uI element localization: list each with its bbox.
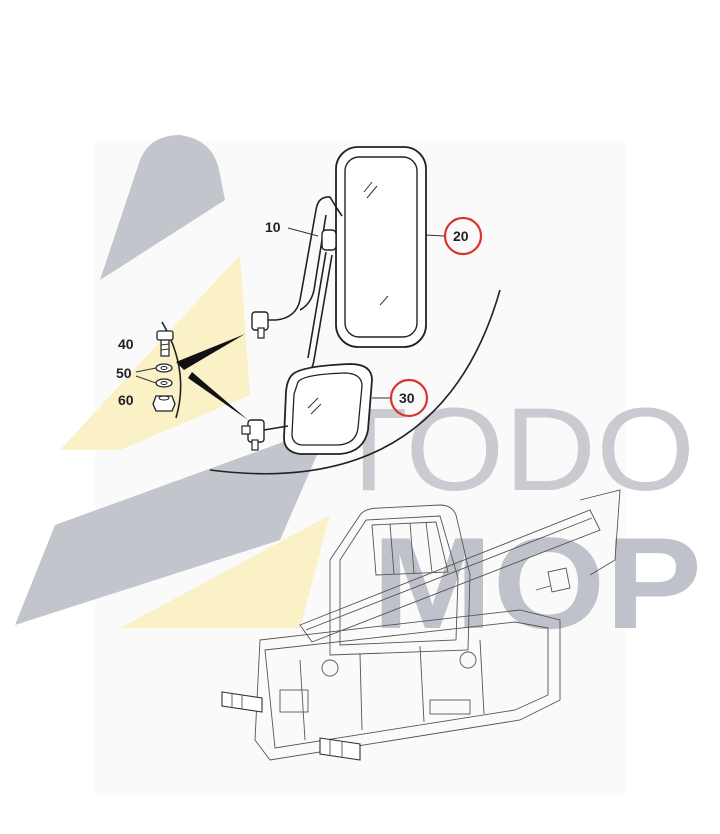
- hardware-group: [152, 330, 248, 420]
- arm-mount-tab: [257, 327, 265, 339]
- callout-10: 10: [265, 219, 281, 235]
- callout-20: 20: [453, 228, 469, 244]
- leader-50a: [135, 367, 157, 373]
- arm-clamp: [321, 229, 337, 251]
- machine-frame: [221, 489, 621, 761]
- watermark-yellow-stripe-2: [120, 515, 330, 628]
- watermark-logo-top: [100, 135, 225, 280]
- pointer-to-upper-mount: [176, 334, 245, 370]
- bolt-40: [156, 330, 174, 357]
- watermark-text-mop: MOP: [372, 510, 702, 656]
- callout-20-ring: [443, 216, 483, 256]
- callout-30-ring: [389, 378, 429, 418]
- upper-mirror-housing: [335, 146, 427, 348]
- lower-mirror: [241, 363, 373, 455]
- callout-40: 40: [118, 336, 134, 352]
- arm-mount-bracket: [251, 311, 269, 331]
- watermark-gray-stripe: [15, 425, 330, 625]
- leader-10: [287, 227, 319, 237]
- lower-mirror-glass: [291, 372, 363, 446]
- washers-50: [155, 363, 173, 388]
- lower-mirror-housing: [283, 363, 373, 455]
- callout-30: 30: [399, 390, 415, 406]
- watermark-yellow-stripe-1: [60, 255, 250, 450]
- callout-60: 60: [118, 392, 134, 408]
- watermark-text-todo: TODO: [330, 384, 695, 516]
- leader-50b: [135, 375, 157, 384]
- callout-50: 50: [116, 365, 132, 381]
- nut-60: [152, 395, 176, 412]
- upper-mirror-glass: [344, 156, 418, 338]
- leader-20: [425, 234, 445, 237]
- pointer-to-lower-mount: [188, 372, 248, 420]
- upper-mirror: [335, 146, 427, 348]
- section-arc-outer: [209, 289, 501, 475]
